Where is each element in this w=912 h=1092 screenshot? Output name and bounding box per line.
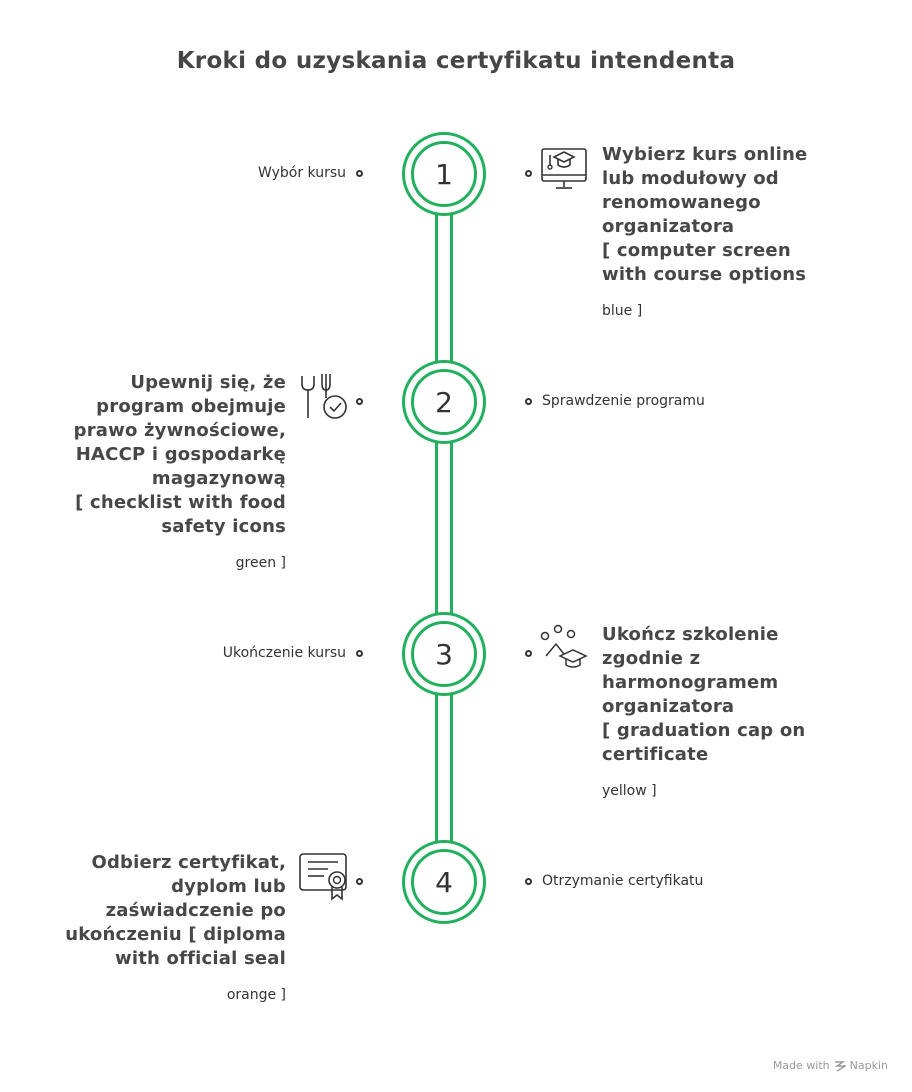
description-line: Wybierz kurs online (602, 144, 808, 165)
description-line: harmonogramem (602, 672, 779, 693)
step-2-label: Sprawdzenie programu (542, 393, 705, 409)
step-4-label: Otrzymanie certyfikatu (542, 873, 704, 889)
step-2-number: 2 (411, 369, 477, 435)
step-1-right-dot (525, 170, 532, 177)
description-line: organizatora (602, 696, 735, 717)
certificate-seal-icon (299, 853, 347, 901)
description-line: Odbierz certyfikat, (91, 852, 286, 873)
food-safety-check-icon (301, 374, 347, 419)
description-line: lub modułowy od (602, 168, 779, 189)
step-1-left-dot (356, 170, 363, 177)
description-line: ukończeniu [ diploma (65, 924, 286, 945)
timeline-rail (435, 694, 453, 844)
description-line: [ computer screen (602, 240, 791, 261)
made-with-text: Made with (772, 1059, 830, 1072)
description-line: certificate (602, 744, 709, 765)
description-line: HACCP i gospodarkę (75, 444, 286, 465)
step-3-description: Ukończ szkolenie zgodnie z harmonogramem… (602, 623, 805, 767)
step-2-description: Upewnij się, że program obejmuje prawo ż… (74, 371, 286, 539)
description-line: safety icons (161, 516, 286, 537)
napkin-logo-icon (834, 1060, 846, 1072)
description-line: with official seal (115, 948, 286, 969)
description-line: dyplom lub (171, 876, 286, 897)
description-line: with course options (602, 264, 807, 285)
description-line: organizatora (602, 216, 735, 237)
step-2-right-dot (525, 398, 532, 405)
description-line: Upewnij się, że (130, 372, 286, 393)
computer-course-icon (541, 148, 587, 189)
step-4-node: 4 (402, 840, 486, 924)
made-with-napkin-footer[interactable]: Made with Napkin (773, 1059, 888, 1072)
description-line: [ graduation cap on (602, 720, 806, 741)
step-1-tail: blue ] (602, 303, 643, 319)
step-1-description: Wybierz kurs online lub modułowy od reno… (602, 143, 807, 287)
step-3-tail: yellow ] (602, 783, 657, 799)
description-line: zaświadczenie po (105, 900, 286, 921)
step-2-node: 2 (402, 360, 486, 444)
step-3-left-dot (356, 650, 363, 657)
step-4-left-dot (356, 878, 363, 885)
timeline-rail (435, 214, 453, 362)
step-4-right-dot (525, 878, 532, 885)
description-line: zgodnie z (602, 648, 701, 669)
step-4-tail: orange ] (226, 987, 286, 1003)
step-1-number: 1 (411, 141, 477, 207)
page-title: Kroki do uzyskania certyfikatu intendent… (176, 48, 736, 74)
step-3-node: 3 (402, 612, 486, 696)
description-line: renomowanego (602, 192, 761, 213)
step-3-number: 3 (411, 621, 477, 687)
step-2-tail: green ] (235, 555, 286, 571)
timeline-rail (435, 442, 453, 614)
step-3-label: Ukończenie kursu (222, 645, 346, 661)
step-2-left-dot (356, 398, 363, 405)
step-1-node: 1 (402, 132, 486, 216)
napkin-brand: Napkin (849, 1059, 888, 1072)
step-3-right-dot (525, 650, 532, 657)
step-4-number: 4 (411, 849, 477, 915)
description-line: [ checklist with food (75, 492, 286, 513)
description-line: Ukończ szkolenie (602, 624, 779, 645)
description-line: prawo żywnościowe, (73, 420, 286, 441)
description-line: program obejmuje (96, 396, 286, 417)
step-1-label: Wybór kursu (257, 165, 346, 181)
step-4-description: Odbierz certyfikat, dyplom lub zaświadcz… (65, 851, 286, 971)
description-line: magazynową (151, 468, 286, 489)
graduation-cap-icon (540, 624, 588, 668)
